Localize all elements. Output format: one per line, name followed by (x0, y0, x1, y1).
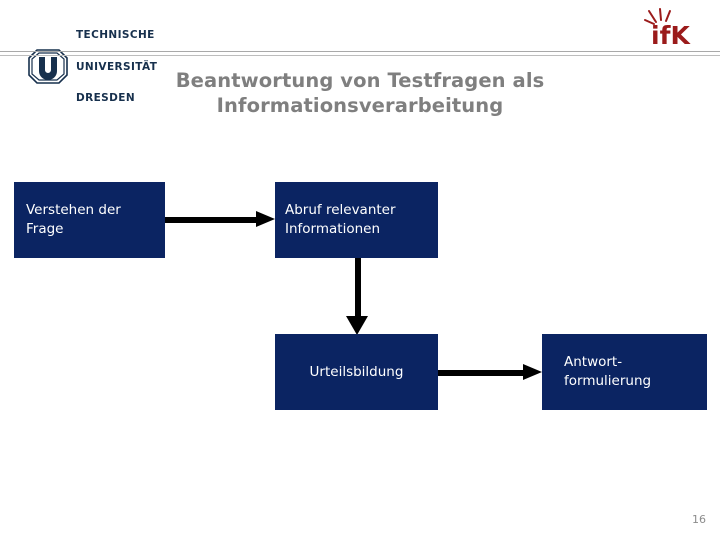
diagram-node-understand-label: Verstehen der Frage (26, 202, 121, 237)
arrow-shaft (165, 217, 258, 223)
slide-header: TECHNISCHE UNIVERSITÄT DRESDEN ifK (0, 0, 720, 103)
tu-dresden-logo: TECHNISCHE UNIVERSITÄT DRESDEN (27, 9, 157, 125)
diagram-node-judgment-label: Urteilsbildung (309, 363, 404, 380)
diagram-node-answer[interactable]: Antwort- formulierung (542, 334, 707, 410)
tu-wordmark-line2: UNIVERSITÄT (76, 60, 158, 73)
header-rule-bottom (0, 55, 720, 56)
header-rule-top (0, 51, 720, 52)
arrow-head-down-icon (346, 316, 368, 335)
arrow-understand-to-retrieval (165, 211, 275, 227)
arrow-shaft (355, 258, 361, 318)
arrow-head-right-icon (523, 364, 542, 380)
arrow-shaft (438, 370, 525, 376)
arrow-retrieval-to-judgment (346, 258, 368, 335)
tu-dresden-wordmark: TECHNISCHE UNIVERSITÄT DRESDEN (76, 9, 157, 125)
tu-wordmark-line3: DRESDEN (76, 92, 136, 104)
arrow-judgment-to-answer (438, 364, 542, 380)
tu-dresden-crest-icon (28, 48, 68, 84)
ifk-logo: ifK (643, 8, 708, 50)
diagram-node-judgment[interactable]: Urteilsbildung (275, 334, 438, 410)
page-title: Beantwortung von Testfragen als Informat… (175, 69, 545, 117)
diagram-node-retrieval-label: Abruf relevanter Informationen (285, 202, 396, 237)
diagram-node-answer-label: Antwort- formulierung (564, 354, 652, 389)
ifk-logo-text: ifK (651, 21, 691, 50)
diagram-node-understand[interactable]: Verstehen der Frage (14, 182, 165, 258)
tu-wordmark-line1: TECHNISCHE (76, 29, 155, 41)
ifk-logo-icon: ifK (644, 8, 691, 50)
diagram-node-retrieval[interactable]: Abruf relevanter Informationen (275, 182, 438, 258)
arrow-head-right-icon (256, 211, 275, 227)
page-number: 16 (692, 513, 706, 526)
